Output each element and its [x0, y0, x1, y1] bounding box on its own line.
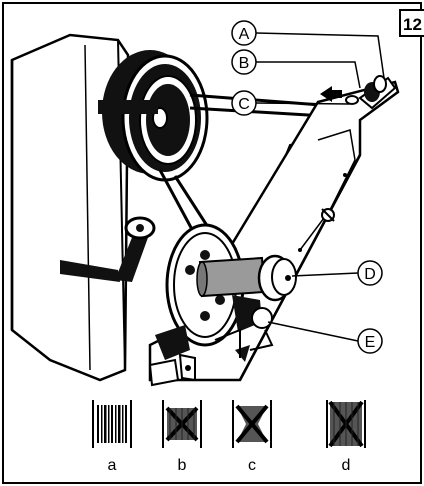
callout-leaders: [255, 32, 385, 342]
callout-a: A: [231, 20, 257, 46]
callout-b-label: B: [239, 55, 250, 72]
pattern-d-bobbin-icon: [326, 400, 366, 448]
pattern-b-label: b: [178, 457, 187, 474]
figure-number-badge: 12: [399, 9, 424, 37]
pattern-b-bobbin-icon: [162, 400, 202, 448]
callout-e: E: [357, 328, 383, 354]
thread-guide: [320, 75, 397, 110]
pattern-c-label: c: [248, 457, 256, 474]
machine-body: [10, 33, 130, 382]
direction-arrow-icon: [320, 86, 342, 102]
callout-b: B: [231, 49, 257, 75]
pattern-a-bobbin-icon: [92, 400, 132, 448]
callout-d: D: [357, 260, 383, 286]
figure-number: 12: [403, 15, 422, 34]
winding-pattern-c: c: [232, 400, 272, 474]
callout-a-label: A: [239, 26, 250, 43]
callout-c-label: C: [238, 96, 250, 113]
callout-d-label: D: [364, 266, 376, 283]
bobbin-spool: [196, 254, 297, 302]
winding-pattern-b: b: [162, 400, 202, 474]
winder-base: [148, 325, 196, 387]
callout-e-label: E: [365, 334, 376, 351]
stop-latch: [214, 295, 274, 362]
pattern-c-bobbin-icon: [232, 400, 272, 448]
pattern-a-label: a: [108, 457, 117, 474]
callout-c: C: [231, 90, 257, 116]
winding-pattern-d: d: [326, 400, 366, 474]
winding-pattern-a: a: [92, 400, 132, 474]
motor-pulley: [98, 50, 209, 182]
crank-handle: [60, 216, 156, 282]
pattern-d-label: d: [342, 457, 351, 474]
